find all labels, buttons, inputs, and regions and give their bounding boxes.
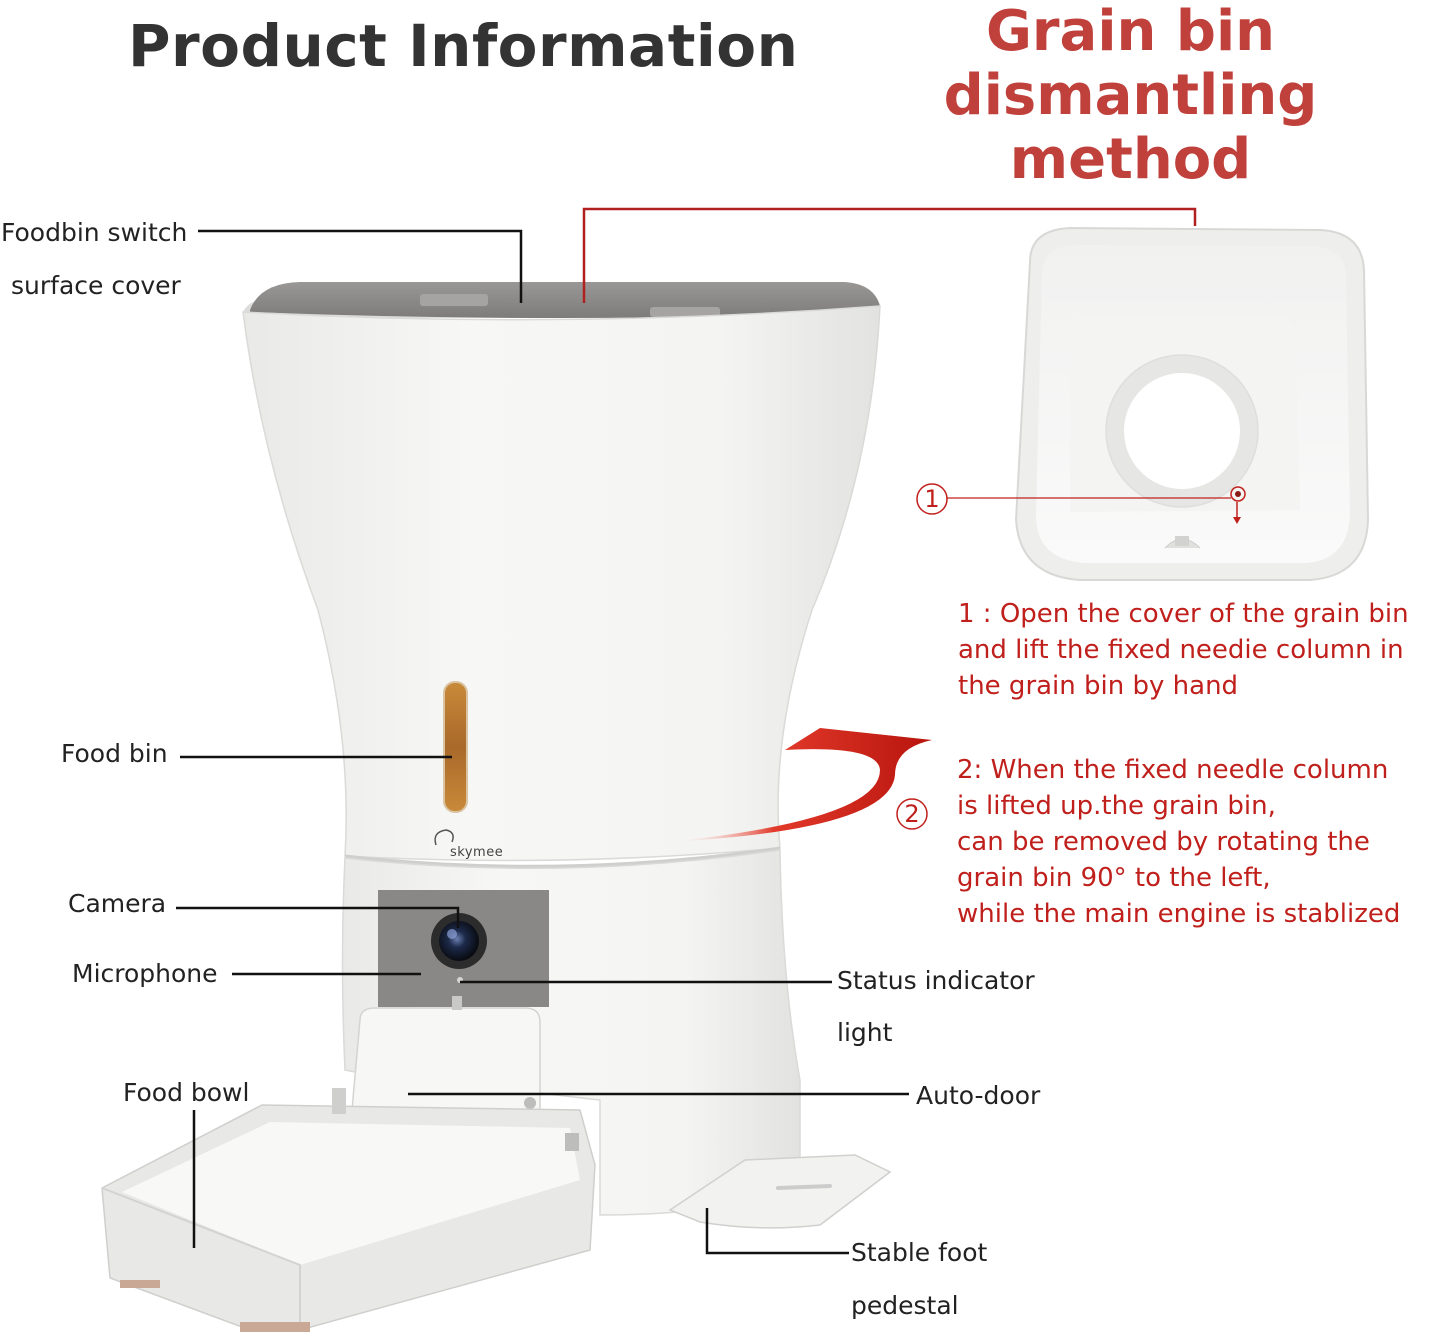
marker-2-circle xyxy=(896,798,928,830)
label-status-indicator: Status indicator xyxy=(837,966,1035,995)
step-2-line: grain bin 90° to the left, xyxy=(957,863,1271,893)
label-stable-foot: Stable foot xyxy=(851,1238,988,1267)
step-2-line: 2: When the fixed needle column xyxy=(957,755,1389,785)
brand-logo: skymee xyxy=(450,845,504,860)
label-camera: Camera xyxy=(68,889,167,918)
label-light: light xyxy=(837,1018,893,1047)
food-window xyxy=(443,681,468,813)
step-1-line: 1 : Open the cover of the grain bin xyxy=(958,599,1409,629)
fixed-needle-point xyxy=(1230,486,1246,502)
label-microphone: Microphone xyxy=(72,959,218,988)
grain-bin-title-line1: Grain bin xyxy=(985,0,1276,64)
step-1-instructions: 1 : Open the cover of the grain bin and … xyxy=(958,596,1409,704)
step-2-line: while the main engine is stablized xyxy=(957,899,1401,929)
food-bin-body xyxy=(242,305,881,862)
step-2-line: is lifted up.the grain bin, xyxy=(957,791,1276,821)
surface-cover xyxy=(243,282,881,318)
label-foodbin-switch: Foodbin switch xyxy=(1,218,188,247)
step-1-line: the grain bin by hand xyxy=(958,671,1239,701)
label-food-bowl: Food bowl xyxy=(123,1078,250,1107)
grain-bin-title-line2: dismantling method xyxy=(943,63,1318,192)
label-food-bin: Food bin xyxy=(61,739,168,768)
grain-bin-top-view xyxy=(1014,226,1370,581)
marker-1: 1 xyxy=(924,485,940,513)
product-information-title: Product Information xyxy=(128,12,799,80)
step-2-line: can be removed by rotating the xyxy=(957,827,1370,857)
label-surface-cover: surface cover xyxy=(11,271,181,300)
label-auto-door: Auto-door xyxy=(916,1081,1041,1110)
label-pedestal: pedestal xyxy=(851,1291,959,1320)
marker-1-circle xyxy=(916,483,948,515)
marker-2: 2 xyxy=(904,800,920,828)
step-1-line: and lift the fixed needie column in xyxy=(958,635,1404,665)
leader-lines xyxy=(176,207,1231,1255)
stable-foot xyxy=(668,1154,892,1229)
rotation-arrow xyxy=(668,728,932,842)
food-bowl xyxy=(101,1088,596,1332)
brand-logo-mark xyxy=(434,829,454,846)
step-2-instructions: 2: When the fixed needle column is lifte… xyxy=(957,752,1400,932)
grain-bin-title: Grain bin dismantling method xyxy=(818,0,1443,192)
